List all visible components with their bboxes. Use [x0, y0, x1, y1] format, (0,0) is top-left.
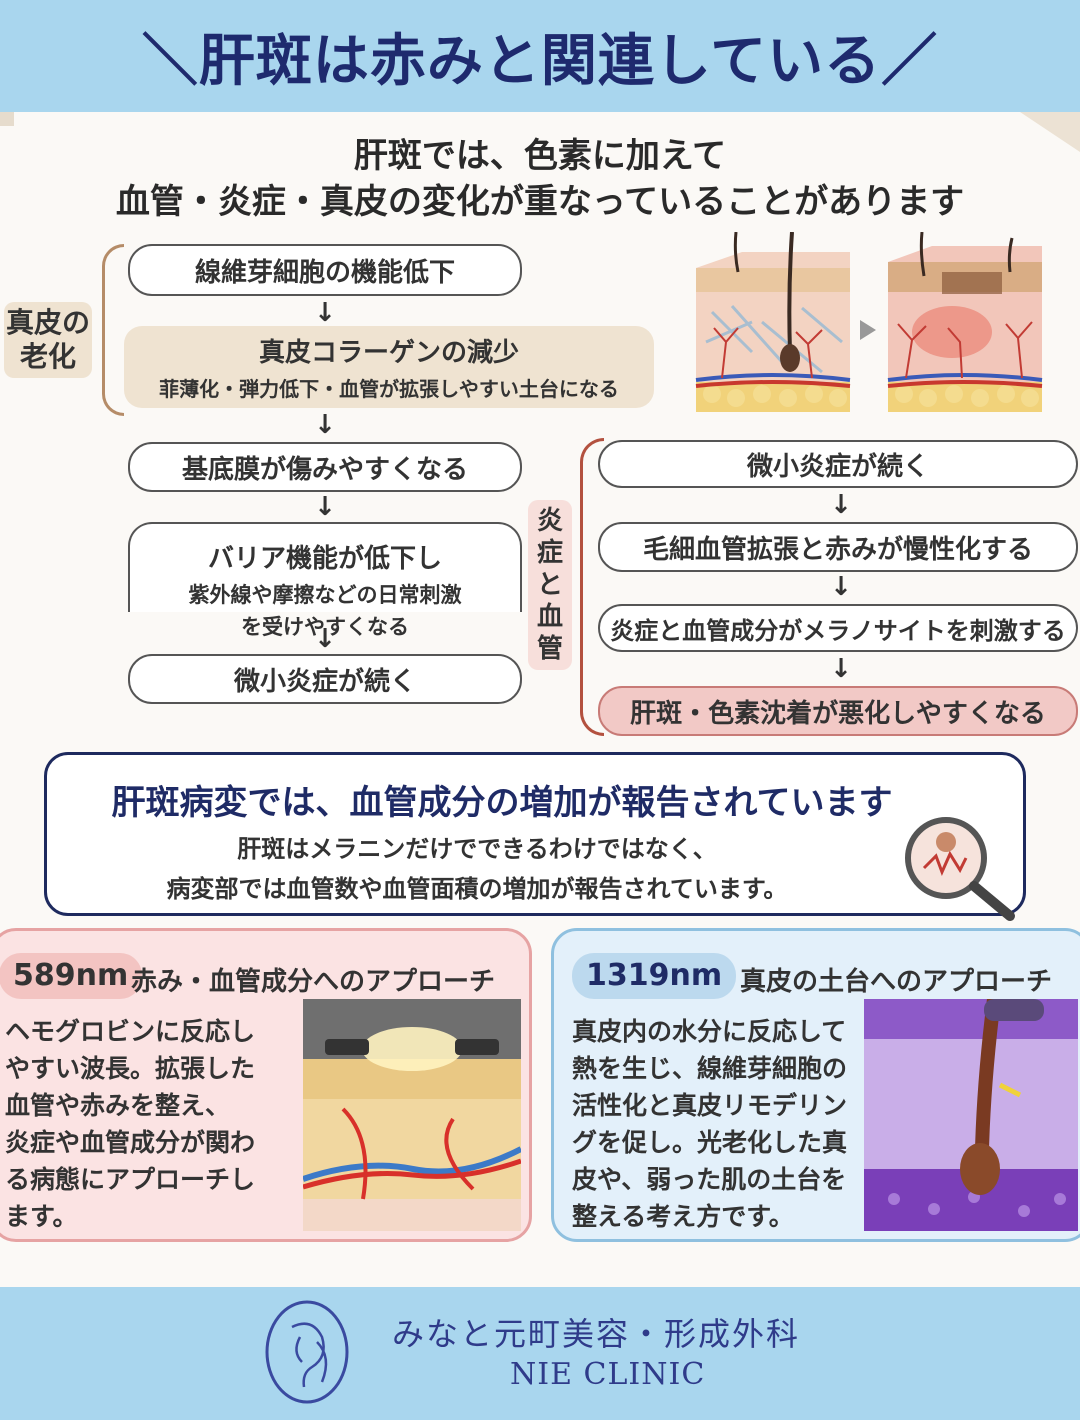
- inflammation-vessel-label-char: 炎: [536, 506, 563, 536]
- flow-micro-inflammation-right: 微小炎症が続く: [598, 440, 1078, 488]
- flow-fibroblast-decline-text: 線維芽細胞の機能低下: [194, 257, 455, 288]
- flow-micro-inflammation-right-text: 微小炎症が続く: [746, 451, 929, 482]
- inflammation-vessel-label-char: と: [536, 570, 563, 600]
- dermis-aging-brace: [102, 244, 124, 416]
- report-body-line2: 病変部では血管数や血管面積の増加が報告されています。: [166, 875, 788, 903]
- skin-cross-section-illustration: [695, 232, 1043, 412]
- intro-line-1: 肝斑では、色素に加えて: [353, 136, 727, 176]
- page-title: ＼肝斑は赤みと関連している／: [141, 28, 939, 94]
- flow-basement-membrane: 基底膜が傷みやすくなる: [128, 442, 522, 492]
- card-589-body: ヘモグロビンに反応し やすい波長。拡張した 血管や赤みを整え、 炎症や血管成分が…: [5, 1013, 255, 1235]
- card-1319-body-line: グを促し。光老化した真: [572, 1128, 848, 1157]
- arrow-right-icon: [860, 320, 876, 340]
- flow-melasma-worsening: 肝斑・色素沈着が悪化しやすくなる: [598, 686, 1078, 736]
- flow-basement-membrane-text: 基底膜が傷みやすくなる: [181, 454, 468, 485]
- flow-fibroblast-decline: 線維芽細胞の機能低下: [128, 244, 522, 296]
- flow-melasma-worsening-text: 肝斑・色素沈着が悪化しやすくなる: [630, 698, 1046, 729]
- report-body-line1: 肝斑はメラニンだけでできるわけではなく、: [237, 835, 717, 863]
- arrow-icon: ↓: [830, 572, 852, 602]
- corner-decoration-left: [0, 112, 14, 126]
- report-box: 肝斑病変では、血管成分の増加が報告されています 肝斑はメラニンだけでできるわけで…: [44, 752, 1026, 916]
- dermis-aging-label-line2: 老化: [19, 340, 76, 373]
- card-1319-title: 真皮の土台へのアプローチ: [740, 967, 1053, 997]
- laser-589-illustration: [303, 999, 521, 1231]
- flow-capillary-dilation: 毛細血管拡張と赤みが慢性化する: [598, 522, 1078, 572]
- intro-line-2: 血管・炎症・真皮の変化が重なっていることがあります: [115, 182, 965, 222]
- card-1319-body-line: 熱を生じ、線維芽細胞の: [572, 1054, 848, 1083]
- card-1319-body-line: 皮や、弱った肌の土台を: [572, 1165, 847, 1194]
- card-589-body-line: やすい波長。拡張した: [5, 1054, 256, 1083]
- inflammation-vessel-label-char: 血: [536, 602, 563, 632]
- laser-1319-illustration: [864, 999, 1078, 1231]
- card-589-body-line: 血管や赤みを整え、: [5, 1091, 231, 1120]
- card-1319-body-line: 整える考え方です。: [572, 1202, 794, 1231]
- card-589-title: 赤み・血管成分へのアプローチ: [131, 967, 496, 997]
- clinic-name-en: NIE CLINIC: [510, 1357, 706, 1392]
- flow-barrier-decline-title: バリア機能が低下し: [207, 544, 442, 574]
- flow-collagen-decrease-sub: 菲薄化・弾力低下・血管が拡張しやすい土台になる: [159, 377, 619, 401]
- arrow-icon: ↓: [314, 410, 336, 440]
- arrow-icon: ↓: [830, 490, 852, 520]
- magnifier-icon: [905, 817, 1015, 921]
- card-589nm: 589nm 赤み・血管成分へのアプローチ ヘモグロビンに反応し やすい波長。拡張…: [0, 928, 532, 1242]
- clinic-logo-icon: [265, 1300, 349, 1404]
- flow-barrier-decline: バリア機能が低下し 紫外線や摩擦などの日常刺激 を受けやすくなる: [128, 522, 522, 639]
- inflammation-vessel-label-char: 症: [536, 538, 563, 568]
- arrow-icon: ↓: [830, 654, 852, 684]
- flow-melanocyte-stimulation: 炎症と血管成分がメラノサイトを刺激する: [598, 604, 1078, 652]
- arrow-icon: ↓: [314, 492, 336, 522]
- flow-melanocyte-stimulation-text: 炎症と血管成分がメラノサイトを刺激する: [610, 616, 1066, 645]
- clinic-name-jp: みなと元町美容・形成外科: [392, 1315, 801, 1353]
- footer: みなと元町美容・形成外科 NIE CLINIC: [0, 1287, 1080, 1420]
- header-banner: ＼肝斑は赤みと関連している／: [0, 0, 1080, 112]
- flow-micro-inflammation-left-text: 微小炎症が続く: [233, 666, 416, 697]
- arrow-icon: ↓: [314, 298, 336, 328]
- flow-barrier-decline-sub1: 紫外線や摩擦などの日常刺激: [188, 583, 462, 607]
- inflammation-vessel-label: 炎 症 と 血 管: [528, 500, 572, 670]
- wavelength-badge-1319: 1319nm: [572, 953, 737, 999]
- dermis-aging-label: 真皮の 老化: [4, 302, 92, 378]
- flow-capillary-dilation-text: 毛細血管拡張と赤みが慢性化する: [642, 534, 1033, 565]
- card-589-body-line: ます。: [5, 1202, 78, 1231]
- card-1319-body: 真皮内の水分に反応して 熱を生じ、線維芽細胞の 活性化と真皮リモデリン グを促し…: [572, 1013, 847, 1235]
- flow-collagen-decrease: 真皮コラーゲンの減少 菲薄化・弾力低下・血管が拡張しやすい土台になる: [124, 326, 654, 408]
- card-589-body-line: る病態にアプローチし: [5, 1165, 256, 1194]
- inflammation-vessel-label-char: 管: [536, 634, 563, 664]
- card-1319-body-line: 活性化と真皮リモデリン: [572, 1091, 848, 1120]
- card-589-body-line: 炎症や血管成分が関わ: [5, 1128, 256, 1157]
- arrow-icon: ↓: [314, 624, 336, 654]
- card-589-body-line: ヘモグロビンに反応し: [5, 1017, 256, 1046]
- wavelength-badge-589: 589nm: [0, 953, 143, 999]
- flow-micro-inflammation-left: 微小炎症が続く: [128, 654, 522, 704]
- card-1319nm: 1319nm 真皮の土台へのアプローチ 真皮内の水分に反応して 熱を生じ、線維芽…: [551, 928, 1080, 1242]
- flow-collagen-decrease-title: 真皮コラーゲンの減少: [258, 338, 519, 368]
- inflammation-vessel-brace: [580, 438, 604, 736]
- healthy-skin-diagram: [695, 232, 851, 412]
- report-body: 肝斑はメラニンだけでできるわけではなく、 病変部では血管数や血管面積の増加が報告…: [47, 829, 907, 909]
- dermis-aging-label-line1: 真皮の: [5, 306, 90, 339]
- flow-barrier-decline-sub2: を受けやすくなる: [241, 615, 409, 639]
- card-1319-body-line: 真皮内の水分に反応して: [572, 1017, 847, 1046]
- report-title: 肝斑病変では、血管成分の増加が報告されています: [111, 783, 893, 823]
- damaged-skin-diagram: [887, 232, 1043, 412]
